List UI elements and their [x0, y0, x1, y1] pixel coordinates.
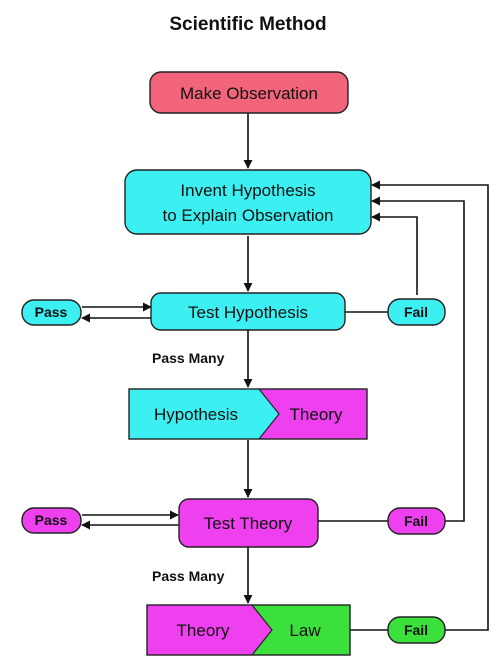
- test-theory-label: Test Theory: [204, 514, 293, 533]
- edge-fail-to-hypothesis: [371, 212, 418, 295]
- make-observation-label: Make Observation: [180, 84, 318, 103]
- invent-hypothesis-line1: Invent Hypothesis: [180, 181, 315, 200]
- node-test-theory: Test Theory: [178, 498, 319, 548]
- node-theory-fail: Fail: [387, 507, 446, 535]
- edges: [81, 113, 489, 631]
- edge-law-fail-to-hypothesis: [371, 180, 489, 631]
- theory-label-1: Theory: [290, 405, 343, 424]
- node-hypothesis-theory: Hypothesis Theory: [128, 388, 368, 440]
- node-theory-law: Theory Law: [146, 604, 351, 656]
- node-invent-hypothesis: Invent Hypothesis to Explain Observation: [124, 169, 372, 235]
- theory-pass-label: Pass: [35, 512, 68, 528]
- pass-many-label-2: Pass Many: [152, 568, 225, 584]
- node-hypothesis-pass: Pass: [21, 299, 82, 326]
- invent-hypothesis-line2: to Explain Observation: [162, 206, 333, 225]
- test-hypothesis-label: Test Hypothesis: [188, 303, 308, 322]
- node-theory-pass: Pass: [21, 507, 82, 534]
- node-law-fail: Fail: [387, 616, 446, 644]
- edge-theory-fail-to-hypothesis: [371, 196, 465, 522]
- diagram-title: Scientific Method: [169, 14, 326, 35]
- hypothesis-fail-label: Fail: [404, 304, 428, 320]
- law-label: Law: [289, 621, 321, 640]
- node-test-hypothesis: Test Hypothesis: [150, 292, 346, 331]
- hypothesis-pass-label: Pass: [35, 304, 68, 320]
- theory-label-2: Theory: [177, 621, 230, 640]
- hypothesis-label: Hypothesis: [154, 405, 238, 424]
- node-hypothesis-fail: Fail: [387, 298, 446, 326]
- node-make-observation: Make Observation: [149, 71, 349, 114]
- law-fail-label: Fail: [404, 622, 428, 638]
- theory-fail-label: Fail: [404, 513, 428, 529]
- pass-many-label-1: Pass Many: [152, 350, 225, 366]
